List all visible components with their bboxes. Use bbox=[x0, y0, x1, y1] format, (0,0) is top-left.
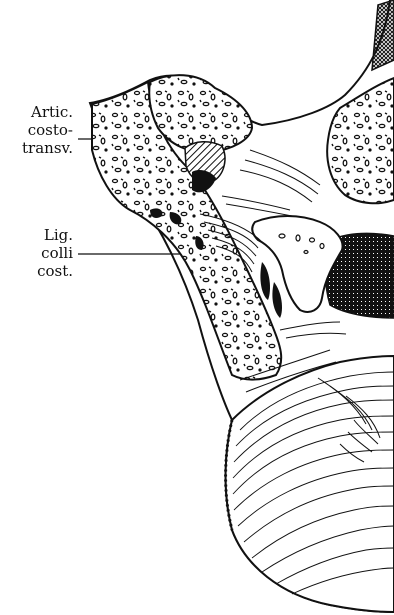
vertebral-body bbox=[327, 78, 394, 203]
disc-outline bbox=[226, 356, 394, 612]
